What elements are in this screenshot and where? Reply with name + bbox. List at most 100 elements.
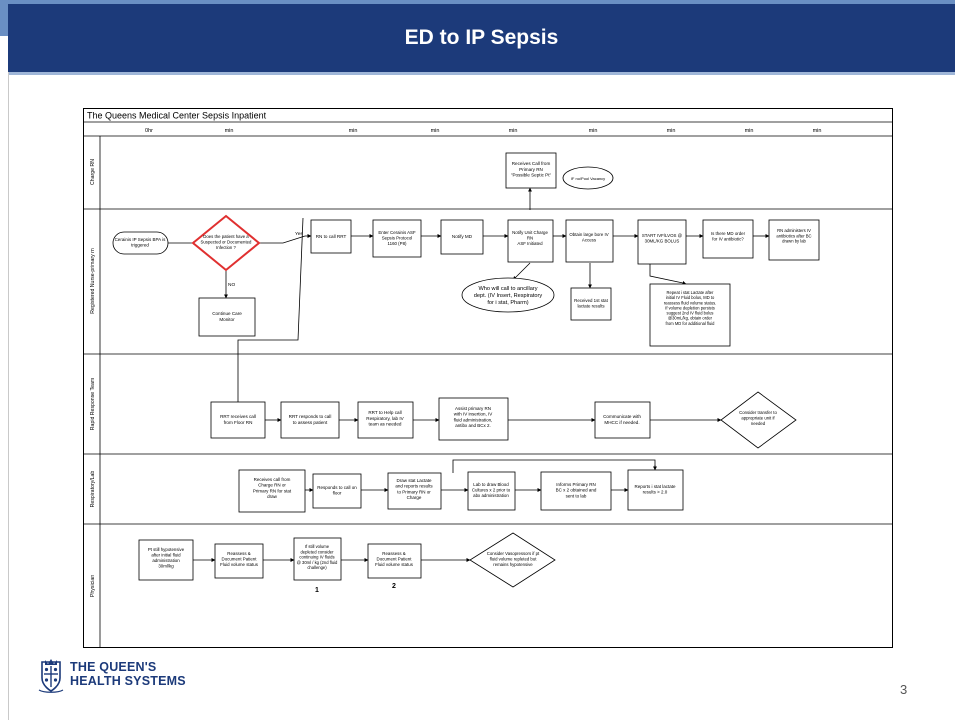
left-rule (8, 72, 9, 720)
node-label-line: Received 1st stat (574, 298, 608, 303)
node-label-line: continuing IV fluids (299, 555, 334, 560)
node-label-line: Communicate with (603, 414, 641, 419)
node-label-line: floor (333, 491, 342, 496)
node-label-line: Infection ? (216, 245, 236, 250)
node-label-line: IF no/Pool Vacancy (571, 176, 605, 181)
node-label-line: Is there MD order (711, 231, 746, 236)
node-label-line: Receives call from (254, 477, 291, 482)
node-rn-call-rrt: RN to call RRT (310, 219, 352, 254)
node-label-line: with IV insertion, IV (454, 412, 493, 417)
node-label-line: 1160 (P8) (388, 241, 407, 246)
step-2: 2 (392, 583, 396, 590)
time-label: min (745, 128, 754, 134)
node-label-line: suggest 2nd IV fluid bolus (667, 311, 714, 316)
step-1: 1 (315, 587, 319, 594)
node-label-line: RN to call RRT (316, 234, 347, 239)
node-label-line: Suspected or Documented (201, 239, 252, 244)
node-label-line: Does the patient have a (203, 234, 249, 239)
node-label-line: fluid administration, (454, 417, 493, 422)
label-yes: Yes (295, 231, 303, 237)
node-label-line: RN (527, 236, 533, 241)
node-label-line: remains hypotensive (493, 562, 533, 567)
node-label-line: Continue Care (212, 311, 242, 316)
lane-label: Rapid Response Team (90, 378, 96, 430)
node-label-line: MHCC if needed. (604, 420, 639, 425)
node-label-line: Consider Vasopressors if pt (487, 551, 540, 556)
lane-label: Charge RN (90, 159, 96, 185)
label-no: NO (228, 282, 235, 288)
node-label-line: @ 30ml / kg (2nd fluid (297, 560, 338, 565)
node-notify-md: Notify MD (440, 219, 484, 255)
node-label-line: initial IV Fluid bolus, MD to (666, 295, 715, 300)
node-label-line: Repeat i stat Lactate after (667, 290, 715, 295)
node-label-line: Assist primary RN (455, 406, 491, 411)
node-label-line: challenge) (307, 565, 327, 570)
node-label-line: If volume depletion persists (665, 305, 715, 310)
time-label: min (225, 128, 234, 134)
time-label: min (431, 128, 440, 134)
time-label: min (667, 128, 676, 134)
node-label-line: RRT responds to call (289, 414, 332, 419)
crest-icon (38, 659, 64, 693)
node-label-line: "Possible Septic Pt" (511, 173, 552, 178)
node-label-line: If still volume (305, 544, 330, 549)
sepsis-swimlane-diagram: The Queens Medical Center Sepsis Inpatie… (83, 108, 893, 648)
node-label-line: Document Patient (222, 557, 258, 562)
node-label-line: Enter Cerainis ASF (378, 230, 416, 235)
node-label-line: Receives Call from (512, 161, 551, 166)
logo-line-2: HEALTH SYSTEMS (70, 674, 186, 688)
node-label-line: from Floor RN (224, 420, 253, 425)
node-start-ivf: START IVF/LVOS @30ML/KG BOLUS (637, 219, 687, 265)
node-label-line: START IVF/LVOS @ (642, 233, 683, 238)
node-label-line: after initial fluid (151, 553, 181, 558)
node-label-line: and reports results (395, 484, 433, 489)
lane-label: Respiratory/Lab (90, 471, 96, 508)
node-label-line: depleted consider (300, 549, 334, 554)
queens-health-logo: THE QUEEN'S HEALTH SYSTEMS (36, 656, 196, 700)
node-label-line: Notify Unit Charge (512, 230, 548, 235)
node-label-line: team as needed (369, 422, 402, 427)
node-label-line: Document Patient (377, 557, 413, 562)
node-label-line: abx administration (473, 493, 509, 498)
node-label-line: Who will call to ancillary (478, 286, 537, 292)
node-label-line: Charge RN or (258, 483, 286, 488)
node-label-line: for i stat, Pharm) (487, 300, 528, 306)
node-label-line: fluid volume repleted but (490, 556, 538, 561)
time-label: min (349, 128, 358, 134)
lane-label: Registered Nurse-primary rn (90, 248, 96, 314)
node-label-line: Responds to call on (317, 485, 357, 490)
node-label-line: Primary RN for stat (253, 488, 292, 493)
node-label-line: Respiratory, lab IV (366, 416, 404, 421)
lane-label: Physician (90, 575, 96, 597)
node-label-line: Cultures x 2 prior to (472, 488, 511, 493)
node-label-line: Reassess & (227, 551, 250, 556)
node-label-line: appropriate unit if (741, 415, 775, 420)
node-label-line: RRT receives call (220, 414, 256, 419)
node-label-line: 30ml/kg (158, 564, 174, 569)
time-label: min (589, 128, 598, 134)
node-label-line: antibiotics after BC (776, 233, 811, 238)
node-label-line: administration (152, 558, 180, 563)
node-label-line: Draw stat Lactate (396, 478, 432, 483)
node-label-line: Pt still hypotensive (148, 547, 185, 552)
lane-labels: Charge RN Registered Nurse-primary rn Rapi… (90, 159, 96, 597)
node-label-line: Access (582, 238, 597, 243)
node-label-line: RN administers IV (777, 228, 811, 233)
connectors (168, 187, 770, 562)
